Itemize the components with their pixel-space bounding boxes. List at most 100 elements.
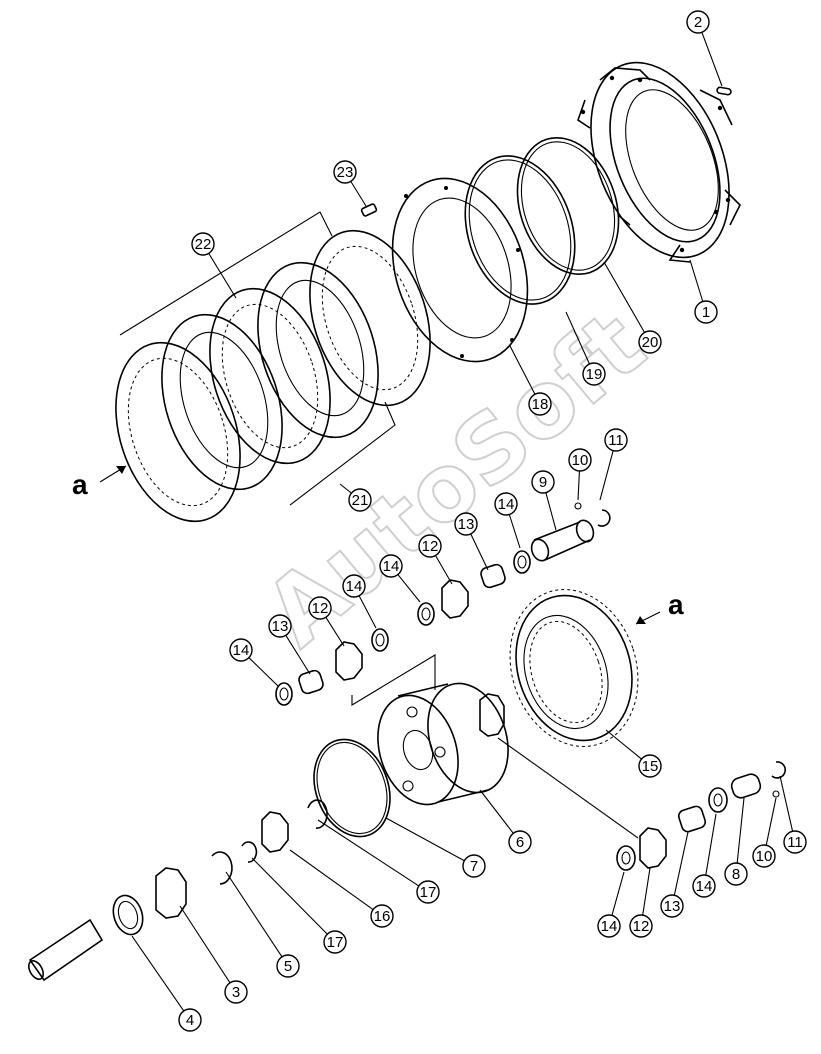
callout-leader [317, 819, 420, 887]
callout-circle [276, 954, 300, 978]
callout-13: 13 [268, 614, 311, 675]
callout-circle [416, 880, 440, 904]
callout-circle [178, 1008, 202, 1032]
callout-label: 11 [787, 834, 803, 851]
part-seal-rings [464, 136, 620, 305]
callout-label: 14 [601, 918, 618, 935]
callout-9: 9 [531, 470, 557, 531]
callout-12: 12 [308, 596, 345, 647]
callout-circle [370, 904, 394, 928]
callout-leader [179, 905, 231, 984]
callout-circle [629, 914, 653, 938]
callout-layer: 1223222019182111109141312141413121415671… [131, 10, 807, 1032]
part-end-plate [391, 177, 529, 363]
callout-4: 4 [131, 935, 202, 1032]
callout-20: 20 [603, 261, 662, 354]
view-marker-left: a [72, 465, 127, 500]
callout-circle [528, 392, 552, 416]
callout-14: 14 [342, 574, 377, 629]
callout-circle [604, 428, 628, 452]
callout-label: 13 [272, 618, 289, 635]
callout-leader [705, 813, 717, 876]
callout-label: 14 [383, 558, 400, 575]
callout-circle [268, 614, 292, 638]
callout-8: 8 [724, 797, 748, 886]
callout-leader [358, 595, 377, 629]
callout-label: 4 [186, 1012, 194, 1029]
callout-label: 17 [420, 884, 437, 901]
part-pin-shaft-set-upper [530, 502, 611, 562]
callout-leader [765, 797, 777, 846]
callout-label: 16 [374, 908, 391, 925]
callout-circle [224, 980, 248, 1004]
callout-14: 14 [494, 492, 521, 549]
callout-leader [736, 797, 745, 864]
callout-22: 22 [191, 232, 237, 299]
callout-label: 7 [470, 858, 478, 875]
callout-leader [339, 483, 352, 494]
callout-leader [701, 32, 723, 87]
callout-leader [479, 789, 514, 834]
callout-label: 10 [572, 452, 589, 469]
part-sun-gear-assembly [27, 799, 328, 982]
callout-leader [435, 555, 453, 585]
callout-14: 14 [692, 813, 717, 898]
callout-circle [724, 862, 748, 886]
callout-14: 14 [379, 554, 421, 603]
callout-leader [565, 311, 590, 365]
callout-circle [686, 10, 710, 34]
callout-label: 1 [702, 304, 710, 321]
callout-23: 23 [333, 160, 367, 207]
callout-leader [289, 849, 374, 911]
callout-21: 21 [339, 483, 372, 512]
callout-leader [577, 470, 580, 501]
callout-label: 2 [694, 14, 702, 31]
callout-circle [308, 596, 332, 620]
callout-17: 17 [317, 819, 440, 904]
callout-label: 13 [664, 898, 681, 915]
callout-leader [779, 775, 794, 832]
callout-leader [603, 261, 645, 333]
part-set-screw [360, 203, 378, 217]
callout-leader [350, 181, 367, 207]
svg-text:a: a [668, 589, 684, 620]
callout-leader [611, 871, 625, 916]
callout-circle [531, 470, 555, 494]
callout-circle [229, 638, 253, 662]
callout-label: 21 [352, 492, 369, 509]
callout-6: 6 [479, 789, 532, 854]
callout-7: 7 [385, 817, 486, 878]
callout-11: 11 [599, 428, 628, 501]
callout-12: 12 [629, 867, 653, 938]
callout-label: 5 [284, 958, 292, 975]
callout-14: 14 [229, 638, 279, 687]
callout-circle [783, 830, 807, 854]
callout-leader [470, 533, 489, 571]
callout-circle [692, 874, 716, 898]
svg-text:a: a [72, 469, 88, 500]
part-pin [716, 86, 732, 96]
callout-circle [597, 914, 621, 938]
callout-label: 17 [327, 934, 344, 951]
callout-leader [642, 867, 651, 916]
callout-leader [285, 635, 311, 675]
callout-label: 12 [633, 918, 650, 935]
part-clutch-plate-pack [115, 211, 431, 523]
part-planet-set-lower [616, 761, 786, 871]
callout-label: 22 [195, 236, 212, 253]
callout-13: 13 [454, 512, 489, 571]
callout-circle [342, 574, 366, 598]
callout-circle [333, 160, 357, 184]
callout-label: 8 [732, 866, 740, 883]
callout-label: 6 [516, 834, 524, 851]
callout-label: 18 [532, 396, 549, 413]
callout-label: 14 [696, 878, 713, 895]
callout-label: 14 [346, 578, 363, 595]
callout-leader [605, 729, 642, 760]
callout-label: 12 [312, 600, 329, 617]
callout-10: 10 [568, 448, 592, 501]
callout-circle [660, 894, 684, 918]
leader-carrier-planet [497, 737, 639, 839]
callout-leader [397, 574, 421, 603]
